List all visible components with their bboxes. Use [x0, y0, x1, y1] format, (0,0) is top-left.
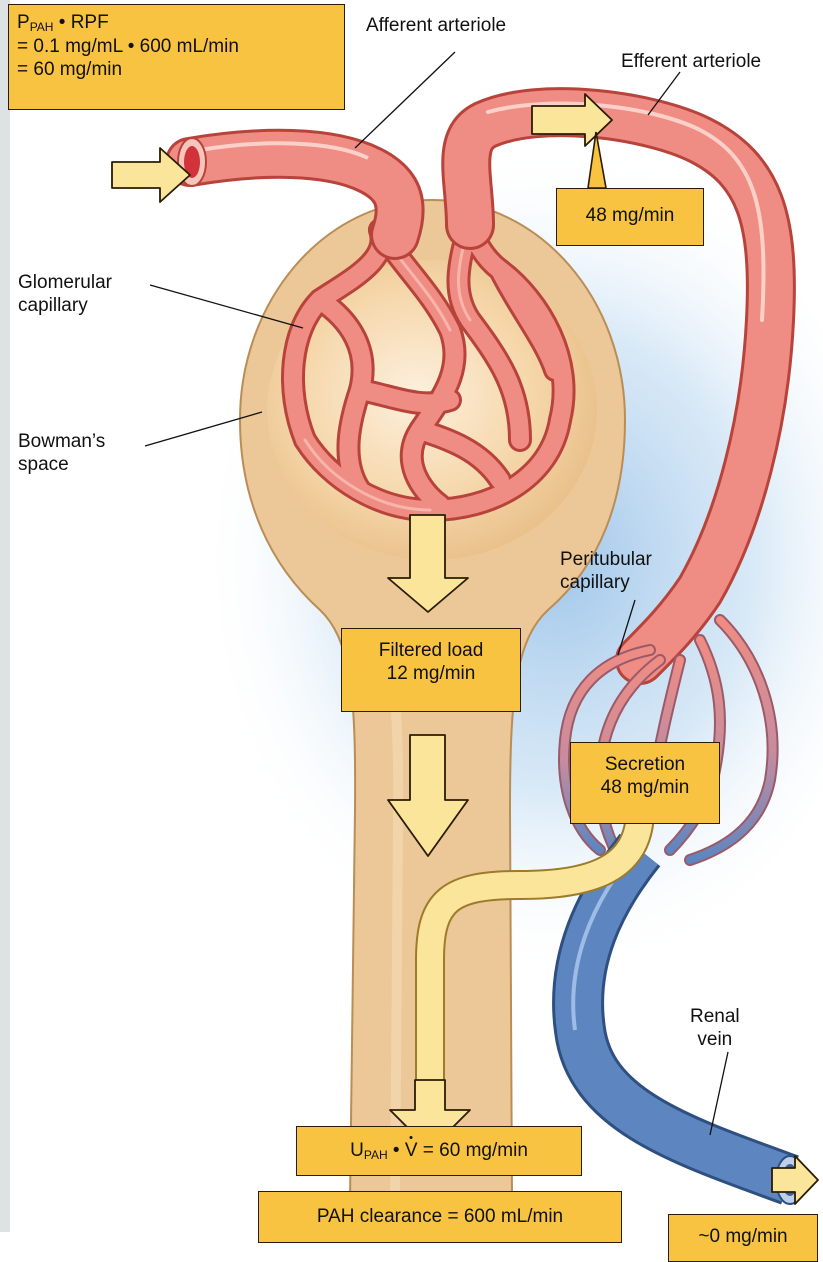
left-margin-strip: [0, 0, 10, 1232]
glomerular-capillary-label: Glomerular capillary: [18, 271, 112, 317]
rpf-line-3: = 60 mg/min: [17, 58, 336, 81]
renal-vein-label: Renal vein: [690, 1005, 740, 1051]
pah-clearance-diagram: PPAH • RPF = 0.1 mg/mL • 600 mL/min = 60…: [0, 0, 823, 1232]
leader-renal-vein: [710, 1052, 728, 1135]
rpf-delivery-box: PPAH • RPF = 0.1 mg/mL • 600 mL/min = 60…: [8, 4, 345, 110]
secretion-box: Secretion 48 mg/min: [570, 742, 720, 824]
pah-clearance-box: PAH clearance = 600 mL/min: [258, 1191, 622, 1243]
peritubular-capillary-label: Peritubular capillary: [560, 548, 652, 594]
filtered-load-box: Filtered load 12 mg/min: [341, 628, 521, 712]
renal-vein-load-box: ~0 mg/min: [668, 1214, 818, 1262]
rpf-line-2: = 0.1 mg/mL • 600 mL/min: [17, 35, 336, 58]
afferent-arteriole-label: Afferent arteriole: [366, 14, 506, 37]
leader-afferent: [355, 52, 455, 148]
efferent-arteriole-label: Efferent arteriole: [621, 50, 761, 73]
rpf-line-1: PPAH • RPF: [17, 11, 336, 35]
bowmans-space-label: Bowman’s space: [18, 430, 105, 476]
efferent-load-box: 48 mg/min: [556, 188, 704, 246]
urinary-excretion-box: UPAH • V = 60 mg/min: [296, 1126, 582, 1176]
v-dot-symbol: V: [405, 1139, 418, 1162]
